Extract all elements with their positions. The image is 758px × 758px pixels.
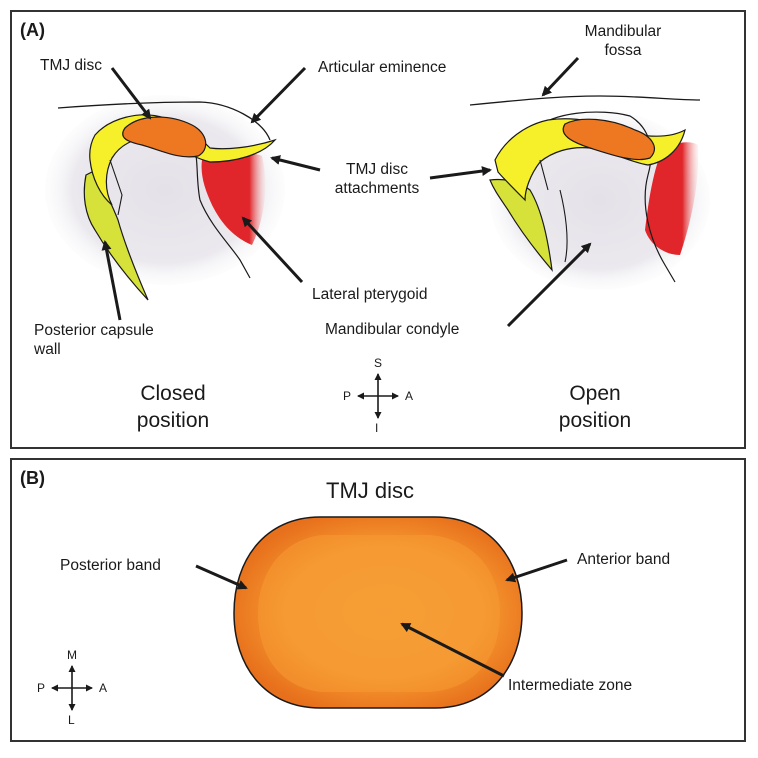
open-caption-line2: position [558, 409, 632, 432]
panel-b [10, 458, 746, 742]
arrow-posterior-band [195, 564, 248, 590]
label-posterior-band: Posterior band [60, 557, 161, 574]
compass-b-right: A [99, 681, 108, 695]
open-tmj-disc [562, 118, 655, 161]
panel-b-letter: (B) [20, 468, 45, 488]
arrow-attachments-right [429, 166, 492, 180]
compass-a-right: A [405, 389, 414, 403]
panel-a-arrows [101, 56, 592, 328]
label-mandibular-fossa: Mandibular fossa [568, 22, 678, 60]
compass-b-left: P [37, 681, 46, 695]
open-lateral-pterygoid [645, 142, 699, 255]
compass-a-up: S [374, 356, 383, 370]
label-lateral-pterygoid: Lateral pterygoid [312, 286, 428, 303]
open-caption-line1: Open [569, 382, 621, 405]
panel-b-arrows [195, 558, 568, 678]
label-posterior-capsule: Posterior capsule wall [34, 321, 154, 359]
label-intermediate-zone: Intermediate zone [508, 677, 633, 694]
label-articular-eminence: Articular eminence [318, 59, 447, 76]
arrow-lateral-pterygoid [241, 216, 304, 284]
open-joint [469, 95, 710, 290]
open-skull-outline [469, 95, 701, 106]
compass-a-down: I [375, 421, 379, 435]
label-attachments-line2: attachments [334, 180, 420, 197]
disc-top-view [233, 516, 523, 709]
panel-a-letter: (A) [20, 20, 45, 40]
compass-b-up: M [67, 648, 77, 662]
compass-a-left: P [343, 389, 352, 403]
closed-position-caption: Closed position [118, 380, 228, 434]
arrow-intermediate-zone [400, 622, 505, 678]
label-attachments-line1: TMJ disc [346, 161, 408, 178]
intermediate-zone [258, 535, 500, 692]
closed-caption-line2: position [136, 409, 210, 432]
label-tmj-disc: TMJ disc [40, 57, 102, 74]
closed-joint [45, 95, 285, 301]
label-tmj-disc-attachments: TMJ disc attachments [322, 160, 432, 198]
label-mandibular-condyle: Mandibular condyle [325, 321, 460, 338]
open-position-caption: Open position [540, 380, 650, 434]
closed-tmj-disc [122, 116, 207, 158]
compass-b-down: L [68, 713, 75, 727]
arrow-articular-eminence [250, 66, 307, 124]
arrow-posterior-capsule [101, 240, 122, 321]
arrow-mandibular-condyle [506, 242, 592, 328]
label-posterior-capsule-line2: wall [34, 341, 61, 358]
compass-b [51, 665, 93, 711]
label-posterior-capsule-line1: Posterior capsule [34, 322, 154, 339]
panel-b-title: TMJ disc [326, 478, 414, 503]
arrow-tmj-disc [110, 67, 152, 120]
label-mandibular-fossa-line2: fossa [604, 42, 642, 59]
closed-caption-line1: Closed [140, 382, 206, 405]
label-mandibular-fossa-line1: Mandibular [584, 23, 662, 40]
arrow-anterior-band [505, 558, 568, 583]
panel-a [10, 10, 746, 449]
arrow-mandibular-fossa [541, 56, 580, 97]
compass-a [357, 373, 399, 419]
arrow-attachments-left [270, 155, 321, 172]
label-anterior-band: Anterior band [577, 551, 671, 568]
